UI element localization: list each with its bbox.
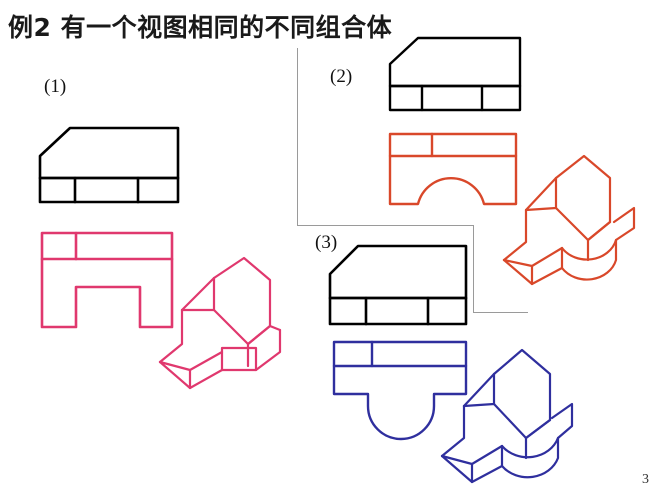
- solid-front-chamfer: [212, 308, 272, 346]
- panel-3-top-view: [328, 336, 478, 441]
- panel-divider-vertical-secondary: [473, 225, 474, 313]
- front-view-outline: [328, 244, 468, 300]
- solid-left-face: [502, 208, 528, 262]
- panel-divider-vertical: [297, 48, 298, 226]
- solid-base-front: [530, 246, 564, 268]
- front-view-band-dividers: [73, 176, 140, 204]
- solid-left-face: [158, 308, 184, 364]
- solid-base-left-top: [440, 444, 504, 484]
- front-view-base-band: [38, 176, 180, 204]
- panel-1-isometric-solid: [152, 248, 287, 393]
- panel-2-isometric-solid: [496, 148, 641, 288]
- solid-base-front: [188, 350, 224, 372]
- solid-boss-bottom: [500, 436, 560, 479]
- front-view-base-band: [328, 296, 468, 326]
- solid-left-face: [440, 404, 466, 458]
- front-view-outline: [388, 36, 522, 88]
- panel-3-isometric-solid: [432, 342, 582, 492]
- solid-base-left-top: [502, 246, 564, 286]
- solid-top-chamfer: [524, 154, 612, 242]
- panel-1-front-view: [30, 118, 190, 208]
- solid-right-edge: [268, 324, 282, 332]
- front-view-base-band: [388, 84, 522, 112]
- panel-divider-horizontal-secondary: [473, 312, 528, 313]
- panel-2-top-view: [384, 128, 529, 213]
- panel-label-2: (2): [330, 66, 353, 87]
- page-number: 3: [642, 472, 649, 487]
- top-view-outline-arch-notch: [388, 132, 518, 206]
- solid-top-chamfer: [462, 348, 552, 440]
- panel-3-front-view: [318, 236, 478, 331]
- panel-label-1: (1): [44, 76, 67, 97]
- panel-divider-horizontal: [297, 225, 474, 226]
- panel-label-3: (3): [315, 232, 338, 253]
- front-view-band-dividers: [364, 296, 430, 326]
- solid-top-chamfer: [180, 256, 272, 346]
- panel-1-top-view: [36, 227, 186, 337]
- top-view-outline-rect-slot: [40, 231, 174, 329]
- front-view-band-dividers: [420, 84, 484, 112]
- solid-front-chamfer: [492, 402, 552, 440]
- solid-front-chamfer: [554, 206, 612, 242]
- solid-curved-cutout-bottom: [560, 238, 618, 281]
- front-view-outline: [38, 126, 180, 180]
- panel-2-front-view: [380, 28, 530, 118]
- solid-base-front: [470, 444, 504, 466]
- top-view-outline-u-protrusion: [332, 340, 468, 441]
- solid-base-top: [158, 328, 282, 390]
- solid-curved-cutout-top: [560, 206, 636, 261]
- slide-title: 例2 有一个视图相同的不同组合体: [8, 13, 393, 42]
